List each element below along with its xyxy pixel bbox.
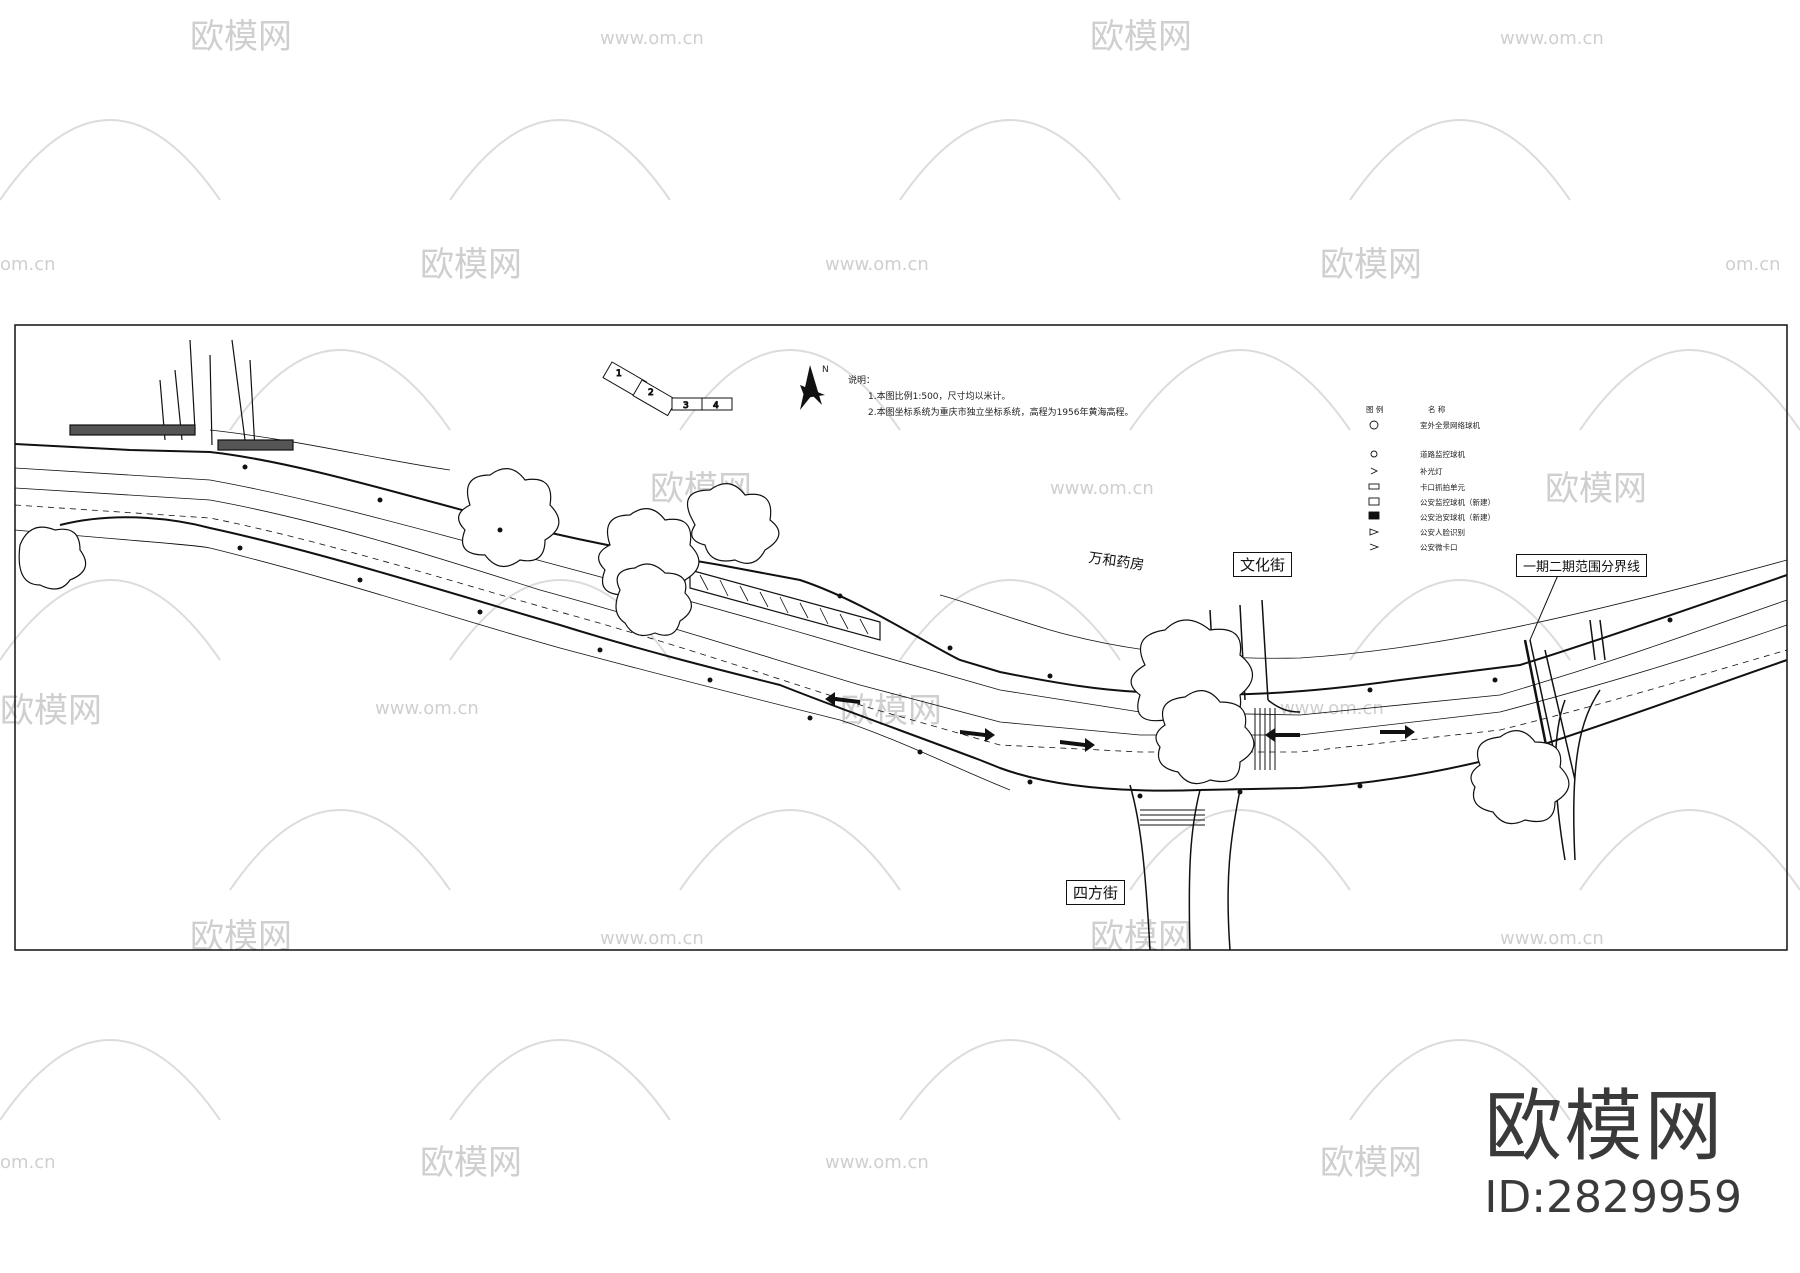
intersection-east bbox=[1529, 619, 1606, 861]
notes-heading: 说明： bbox=[848, 374, 875, 386]
panorama-camera-icon bbox=[1369, 420, 1379, 430]
checkpoint-unit-icon bbox=[1368, 483, 1380, 490]
sifang-street-tag: 四方街 bbox=[1066, 880, 1126, 905]
legend-item: 道路监控球机 bbox=[1420, 449, 1465, 459]
brand-name: 欧模网 bbox=[1484, 1082, 1725, 1172]
legend-symbols bbox=[1368, 420, 1380, 551]
cross-street-west bbox=[69, 339, 294, 451]
scale-bar-label: 1 bbox=[616, 369, 622, 379]
model-id: ID:2829959 bbox=[1484, 1172, 1742, 1223]
pharmacy-label: 万和药房 bbox=[1087, 550, 1145, 574]
micro-checkpoint-icon bbox=[1369, 543, 1380, 551]
tree-symbol bbox=[458, 468, 560, 567]
face-recognition-icon bbox=[1369, 528, 1380, 536]
device-markers bbox=[237, 464, 1673, 799]
fill-light-icon bbox=[1370, 467, 1379, 475]
legend-item: 公安微卡口 bbox=[1420, 542, 1458, 552]
north-arrow-icon bbox=[800, 365, 822, 410]
legend-item: 补光灯 bbox=[1420, 466, 1443, 476]
road-outer-boundary bbox=[14, 529, 1011, 791]
tree-symbol bbox=[18, 526, 87, 590]
notes-line-2: 2.本图坐标系统为重庆市独立坐标系统，高程为1956年黄海高程。 bbox=[868, 406, 1134, 418]
scale-bar-label: 4 bbox=[713, 401, 719, 411]
tree-symbols bbox=[18, 468, 1570, 825]
phase-boundary-leader bbox=[1529, 574, 1559, 641]
legend-header-symbol: 图 例 bbox=[1366, 404, 1383, 414]
crosswalk-sifang bbox=[1140, 809, 1205, 826]
notes-line-1: 1.本图比例1:500，尺寸均以米计。 bbox=[868, 390, 1011, 402]
scale-bar-label: 2 bbox=[648, 388, 654, 398]
legend: 图 例 名 称 室外全景网络球机 道路监控球机 补光灯 卡口抓拍单元 公安监控球… bbox=[1366, 404, 1495, 552]
scale-bar: 1 2 3 4 bbox=[602, 361, 733, 417]
wenhua-street-tag: 文化街 bbox=[1233, 552, 1293, 577]
drawing-frame bbox=[14, 324, 1788, 951]
drawing-notes: 说明： 1.本图比例1:500，尺寸均以米计。 2.本图坐标系统为重庆市独立坐标… bbox=[848, 374, 1134, 418]
police-dome-camera-icon bbox=[1368, 497, 1380, 506]
dome-camera-icon bbox=[1370, 450, 1378, 458]
tree-symbol bbox=[615, 563, 692, 636]
legend-item: 室外全景网络球机 bbox=[1420, 420, 1480, 430]
brand-block: 欧模网 ID:2829959 bbox=[1484, 1088, 1742, 1223]
north-label: N bbox=[822, 365, 829, 375]
police-security-camera-icon bbox=[1368, 511, 1380, 520]
tree-symbol bbox=[686, 483, 780, 564]
road-outer-boundary-north bbox=[209, 429, 1788, 659]
road-lane-1 bbox=[14, 467, 1788, 716]
tree-symbol bbox=[1470, 730, 1570, 825]
tree-symbol bbox=[1155, 690, 1255, 785]
legend-item: 公安治安球机（新建） bbox=[1420, 512, 1495, 522]
north-arrow: N bbox=[800, 365, 829, 410]
intersection-sifang bbox=[1129, 784, 1241, 951]
legend-header-name: 名 称 bbox=[1428, 404, 1446, 414]
legend-item: 公安人脸识别 bbox=[1420, 527, 1465, 537]
scale-bar-label: 3 bbox=[683, 401, 689, 411]
legend-item: 公安监控球机（新建） bbox=[1420, 497, 1495, 507]
median-hatch bbox=[689, 569, 881, 641]
crosswalk-wenhua bbox=[1254, 708, 1276, 770]
phase-boundary-tag: 一期二期范围分界线 bbox=[1516, 554, 1648, 577]
road-lane-3 bbox=[14, 504, 1788, 753]
legend-item: 卡口抓拍单元 bbox=[1420, 482, 1465, 492]
lane-arrows bbox=[825, 692, 1415, 752]
road-lane-2 bbox=[14, 487, 1788, 736]
